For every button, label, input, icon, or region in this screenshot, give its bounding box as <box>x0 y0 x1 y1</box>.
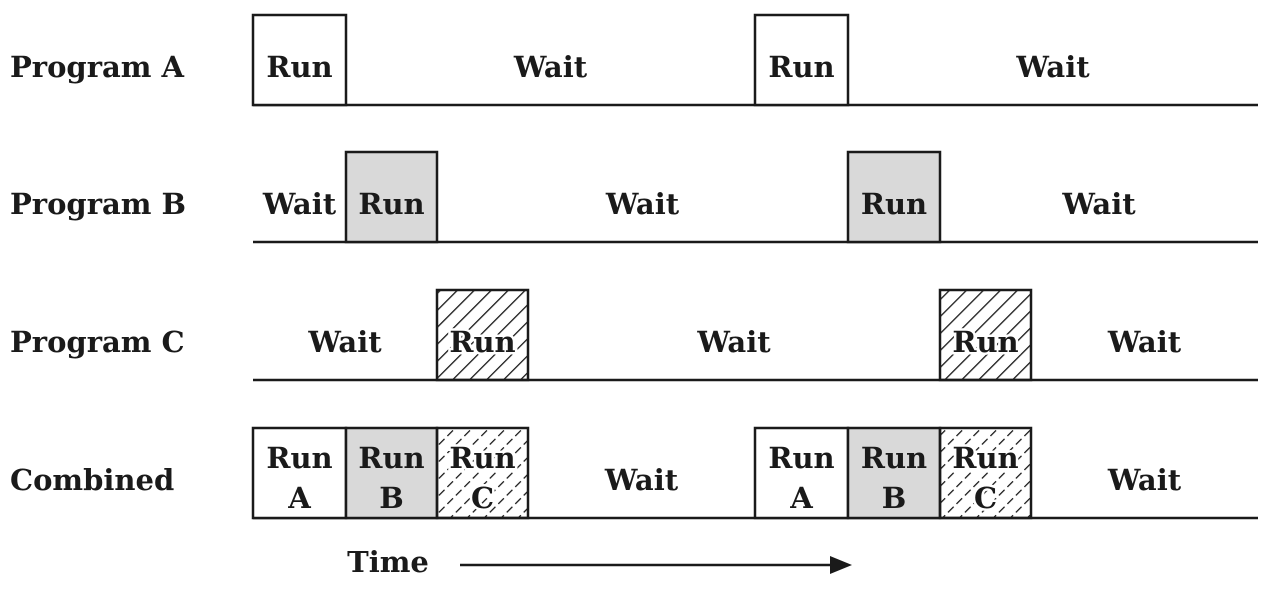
run-label: B <box>379 481 404 515</box>
wait-label: Wait <box>1107 463 1182 497</box>
wait-label: Wait <box>513 50 588 84</box>
time-label: Time <box>347 545 429 579</box>
row-label: Program C <box>10 325 185 359</box>
wait-label: Wait <box>1107 325 1182 359</box>
run-label: A <box>789 481 813 515</box>
run-block <box>846 426 942 520</box>
run-label: Run <box>449 325 515 359</box>
run-block <box>344 150 439 244</box>
wait-label: Wait <box>1015 50 1090 84</box>
run-label: Run <box>358 441 424 475</box>
wait-label: Wait <box>307 325 382 359</box>
run-label: Run <box>861 441 927 475</box>
run-block <box>435 426 530 520</box>
run-label: Run <box>358 187 424 221</box>
run-label: B <box>882 481 907 515</box>
time-arrow-head <box>830 556 852 574</box>
wait-label: Wait <box>1061 187 1136 221</box>
wait-label: Wait <box>604 463 679 497</box>
run-block <box>753 13 850 107</box>
row-program-a: Program A Run Wait Run Wait <box>10 13 1258 107</box>
run-block <box>435 288 530 382</box>
row-program-c: Program C Wait Run Wait Run Wait <box>10 288 1258 382</box>
run-block <box>938 288 1033 382</box>
run-label: Run <box>266 441 332 475</box>
row-label: Program B <box>10 187 186 221</box>
run-label: C <box>471 481 494 515</box>
run-block <box>938 426 1033 520</box>
wait-label: Wait <box>696 325 771 359</box>
wait-label: Wait <box>605 187 680 221</box>
run-block <box>753 426 850 520</box>
run-label: A <box>287 481 311 515</box>
run-label: Run <box>952 325 1018 359</box>
run-label: Run <box>768 441 834 475</box>
row-program-b: Program B Wait Run Wait Run Wait <box>10 150 1258 244</box>
run-block <box>251 13 348 107</box>
run-label: Run <box>952 441 1018 475</box>
time-axis: Time <box>347 545 852 579</box>
run-label: Run <box>266 50 332 84</box>
run-label: C <box>974 481 997 515</box>
run-label: Run <box>449 441 515 475</box>
row-label: Combined <box>10 463 174 497</box>
row-label: Program A <box>10 50 185 84</box>
run-block <box>846 150 942 244</box>
wait-label: Wait <box>262 187 337 221</box>
run-label: Run <box>768 50 834 84</box>
run-label: Run <box>861 187 927 221</box>
